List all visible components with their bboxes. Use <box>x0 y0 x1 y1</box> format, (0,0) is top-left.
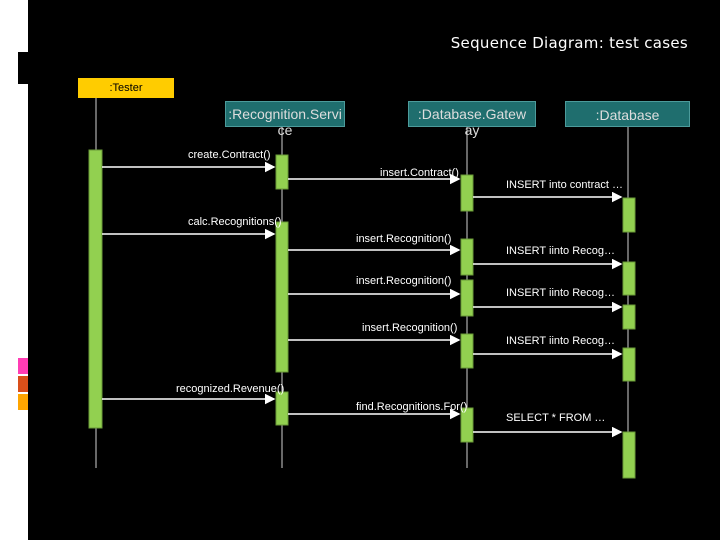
activation-database-4 <box>622 347 636 382</box>
activation-gateway-2 <box>460 238 474 276</box>
label-insert-contract: insert.Contract() <box>380 167 459 179</box>
activation-gateway-4 <box>460 333 474 369</box>
lifeline-database-box: :Database <box>565 101 690 127</box>
activation-database-3 <box>622 304 636 330</box>
label-insert-recognition-3: insert.Recognition() <box>362 322 458 334</box>
activation-gateway-5 <box>460 407 474 443</box>
label-calc-recognitions: calc.Recognitions() <box>188 216 282 228</box>
accent-bar-amber <box>18 394 28 410</box>
accent-bar-black <box>18 52 28 84</box>
activation-database-1 <box>622 197 636 233</box>
activation-recognition-service-2 <box>275 221 289 373</box>
activation-database-2 <box>622 261 636 296</box>
activation-tester <box>88 149 103 429</box>
accent-bar-pink <box>18 358 28 374</box>
left-margin-strip <box>0 0 28 540</box>
accent-bar-orange <box>18 376 28 392</box>
label-find-recognitions-for: find.Recognitions.For() <box>356 401 468 413</box>
activation-database-5 <box>622 431 636 479</box>
activation-recognition-service-3 <box>275 391 289 426</box>
label-recognized-revenue: recognized.Revenue() <box>176 383 285 395</box>
label-select-from: SELECT * FROM … <box>506 412 606 424</box>
activation-recognition-service-1 <box>275 154 289 190</box>
label-create-contract: create.Contract() <box>188 149 271 161</box>
label-insert-into-recog-3: INSERT iinto Recog… <box>506 335 616 347</box>
activation-gateway-1 <box>460 174 474 212</box>
lifeline-recognition-service-box: :Recognition.Servi ce <box>225 101 345 138</box>
slide-title: Sequence Diagram: test cases <box>450 34 688 52</box>
label-insert-into-recog-1: INSERT iinto Recog… <box>506 245 616 257</box>
lifeline-database-gateway-box: :Database.Gatew ay <box>408 101 536 138</box>
lifeline-tester-box: :Tester <box>78 78 174 98</box>
label-insert-recognition-1: insert.Recognition() <box>356 233 452 245</box>
label-insert-into-recog-2: INSERT iinto Recog… <box>506 287 616 299</box>
activation-gateway-3 <box>460 279 474 317</box>
label-insert-recognition-2: insert.Recognition() <box>356 275 452 287</box>
label-insert-into-contract: INSERT into contract … <box>506 179 623 191</box>
